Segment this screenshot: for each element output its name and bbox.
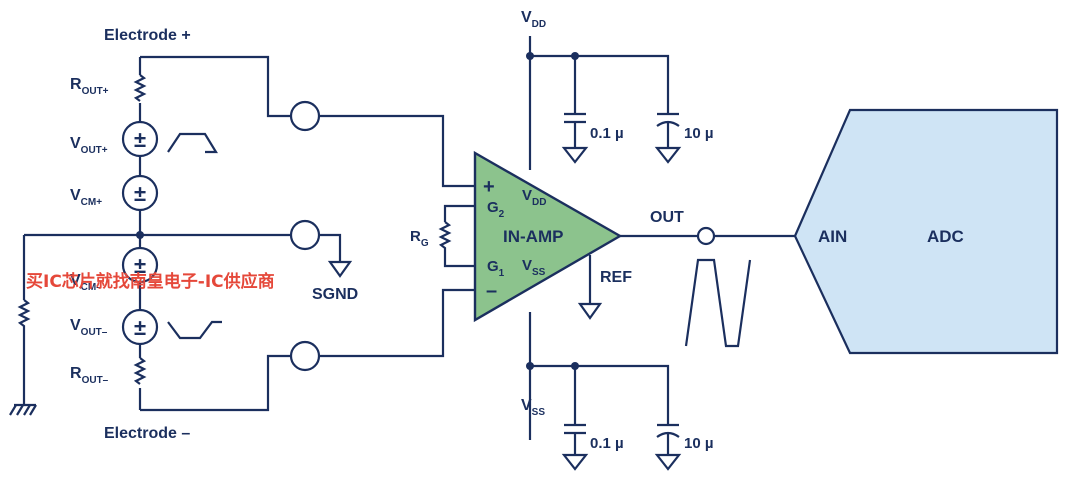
svg-text:±: ± [134, 127, 146, 152]
svg-text:±: ± [134, 253, 146, 278]
v-out-plus-source: ± [121, 120, 159, 158]
v-out-minus-label: VOUT– [70, 317, 108, 338]
g1-label: G1 [487, 258, 505, 279]
sgnd-connector [289, 219, 321, 251]
amp-vdd-label: VDD [522, 187, 546, 208]
svg-text:±: ± [134, 315, 146, 340]
out-label: OUT [650, 209, 684, 226]
in-amp: + – G2 G1 VDD VSS IN-AMP [473, 150, 623, 323]
v-out-plus-label: VOUT+ [70, 135, 108, 156]
amp-plus-symbol: + [483, 176, 495, 198]
cap-top-large-label: 10 µ [684, 125, 714, 142]
output-stage: REF OUT [577, 209, 795, 348]
r-out-minus-resistor [133, 357, 147, 385]
waveform-minus-icon [167, 320, 222, 340]
electrode-model: ± ± ± ± Electrode + Electrode – ROUT+ VO… [9, 27, 291, 442]
r-out-plus-resistor [133, 74, 147, 102]
rg-network: RG [410, 204, 475, 268]
v-cm-minus-source: ± [121, 246, 159, 284]
electrode-minus-connector [289, 340, 321, 372]
leakage-resistor [17, 299, 31, 335]
cap-bottom-large-label: 10 µ [684, 435, 714, 452]
v-out-minus-source: ± [121, 308, 159, 346]
vdd-top-label: VDD [521, 9, 546, 30]
cap-top-small [561, 112, 589, 164]
junction-dot [136, 231, 144, 239]
svg-text:±: ± [134, 181, 146, 206]
r-out-plus-label: ROUT+ [70, 76, 109, 97]
electrode-plus-connector [289, 100, 321, 132]
amp-name-label: IN-AMP [503, 227, 563, 246]
amp-vss-label: VSS [522, 257, 546, 278]
cap-bottom-large [654, 423, 682, 471]
sgnd-label: SGND [312, 286, 358, 303]
waveform-plus-icon [167, 132, 218, 154]
adc-label: ADC [927, 227, 964, 246]
amp-minus-symbol: – [486, 280, 497, 302]
cap-top-small-label: 0.1 µ [590, 125, 624, 142]
cap-bottom-small-label: 0.1 µ [590, 435, 624, 452]
v-cm-plus-label: VCM+ [70, 187, 102, 208]
ref-label: REF [600, 269, 632, 286]
sgnd-ground-icon [327, 260, 353, 278]
adc-block: AIN ADC [793, 108, 1059, 355]
r-out-minus-label: ROUT– [70, 365, 109, 386]
v-cm-plus-source: ± [121, 174, 159, 212]
cap-top-large [654, 112, 682, 164]
ain-label: AIN [818, 227, 847, 246]
electrode-minus-label: Electrode – [104, 425, 190, 442]
earth-ground-icon [9, 403, 37, 416]
rg-resistor [438, 221, 452, 254]
vss-bottom-label: VSS [521, 397, 545, 418]
supply-rails: VDD VSS 0.1 µ 10 µ 0.1 µ 10 µ [521, 9, 714, 471]
watermark-text: 买IC芯片就找南皇电子-IC供应商 [26, 271, 275, 292]
rg-label: RG [410, 228, 429, 249]
electrode-plus-label: Electrode + [104, 27, 191, 44]
output-connector [696, 226, 716, 246]
v-cm-minus-label: VCM– [70, 272, 102, 293]
cap-bottom-small [561, 423, 589, 471]
ref-ground-icon [577, 302, 603, 320]
output-waveform-icon [684, 258, 752, 348]
g2-label: G2 [487, 199, 505, 220]
electrode-connectors: SGND [289, 100, 475, 372]
